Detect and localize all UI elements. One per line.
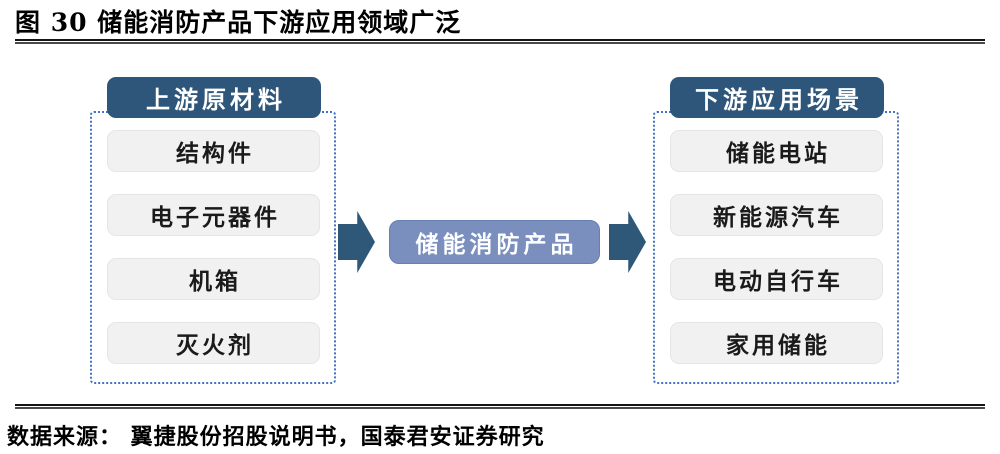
downstream-item-new-energy-vehicles: 新能源汽车: [670, 194, 883, 236]
title-divider: [15, 39, 985, 44]
data-source: 数据来源： 翼捷股份招股说明书，国泰君安证券研究: [7, 424, 545, 450]
downstream-header: 下游应用场景: [670, 77, 884, 118]
upstream-item-structural-parts: 结构件: [107, 130, 320, 172]
upstream-item-electronic-components: 电子元器件: [107, 194, 320, 236]
upstream-header: 上游原材料: [107, 77, 321, 118]
flow-arrow-right-icon: [338, 211, 375, 273]
upstream-item-chassis: 机箱: [107, 258, 320, 300]
flow-arrow-right-icon: [609, 211, 646, 273]
figure-title: 图 30 储能消防产品下游应用领域广泛: [15, 8, 462, 37]
downstream-item-electric-bicycles: 电动自行车: [670, 258, 883, 300]
footer-divider: [15, 404, 985, 409]
product-node: 储能消防产品: [389, 220, 600, 264]
downstream-item-home-energy-storage: 家用储能: [670, 322, 883, 364]
downstream-item-energy-storage-station: 储能电站: [670, 130, 883, 172]
upstream-item-extinguishing-agent: 灭火剂: [107, 322, 320, 364]
